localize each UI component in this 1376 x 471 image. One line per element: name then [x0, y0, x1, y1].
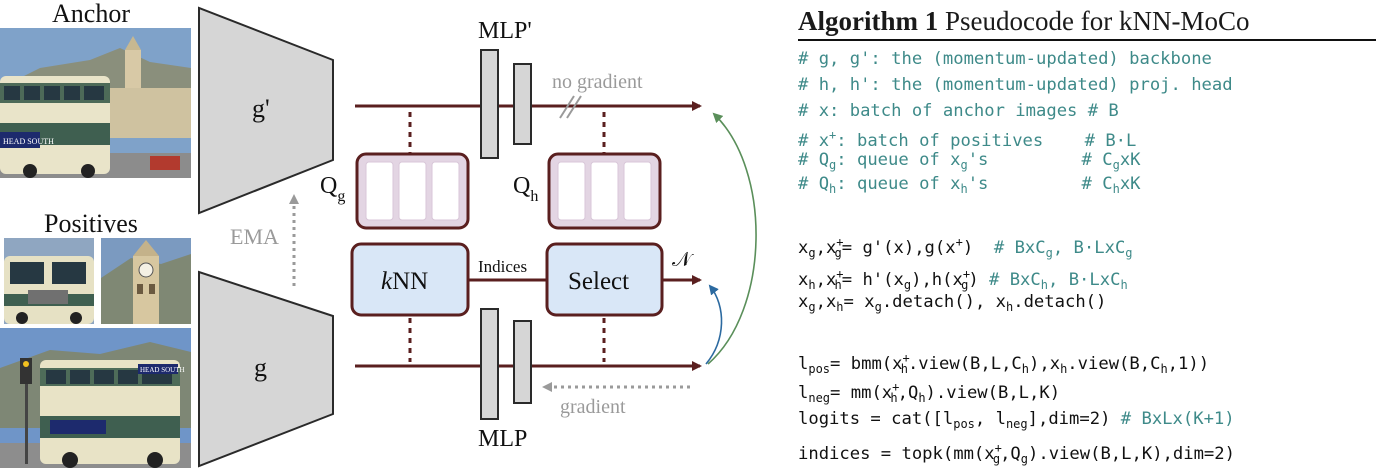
mlp-prime-label: MLP': [478, 18, 532, 44]
encoder-g-prime: [198, 6, 334, 215]
no-gradient-label: no gradient: [552, 71, 643, 93]
queue-qh: [547, 152, 662, 230]
encoder-g-label: g: [254, 353, 267, 382]
bus-sign-positive: HEAD SOUTH: [140, 366, 185, 374]
code-line-2: xh,x+h= h'(xg),h(x+g) # BxCh, B·LxCh: [798, 267, 1128, 292]
mlp-block-2: [513, 320, 532, 404]
comment-line-6: # Qh: queue of xh's # ChxK: [798, 174, 1141, 196]
queue-qg: [355, 152, 470, 230]
bus-sign-anchor: HEAD SOUTH: [3, 137, 54, 146]
encoder-g-prime-label: g': [252, 94, 270, 123]
stop-gradient-mark-2: [566, 95, 582, 119]
positive-image-2: [101, 238, 191, 324]
algorithm-panel: Algorithm 1 Pseudocode for kNN-MoCo # g,…: [798, 0, 1376, 468]
comment-line-1: # g, g': the (momentum-updated) backbone: [798, 49, 1212, 69]
comment-line-4: # x+: batch of positives # B·L: [798, 128, 1137, 151]
mlp-prime-block-2: [513, 63, 532, 145]
anchor-image: HEAD SOUTH: [0, 28, 191, 178]
algorithm-title: Algorithm 1 Pseudocode for kNN-MoCo: [798, 6, 1376, 41]
anchor-label: Anchor: [52, 0, 130, 28]
mlp-prime-block-1: [480, 49, 499, 159]
select-label: Select: [568, 268, 629, 295]
green-curve-arrow: [707, 112, 757, 365]
qg-label: Qg: [320, 173, 345, 205]
code-line-6: logits = cat([lpos, lneg],dim=2) # BxLx(…: [798, 409, 1235, 431]
positives-label: Positives: [44, 209, 138, 238]
indices-label: Indices: [478, 257, 527, 276]
mlp-block-1: [480, 308, 499, 420]
ema-label: EMA: [230, 224, 279, 249]
qh-label: Qh: [513, 173, 538, 205]
encoder-g: [198, 270, 334, 468]
code-line-1: xg,x+g= g'(x),g(x+) # BxCg, B·LxCg: [798, 235, 1133, 260]
blue-curve-arrow: [705, 284, 723, 365]
comment-line-3: # x: batch of anchor images # B: [798, 101, 1119, 121]
mlp-label: MLP: [478, 426, 527, 452]
comment-line-5: # Qg: queue of xg's # CgxK: [798, 150, 1141, 172]
code-line-4: lpos= bmm(x+h.view(B,L,Ch),xh.view(B,Ch,…: [798, 351, 1210, 376]
n-label: 𝒩: [672, 249, 694, 271]
stop-gradient-mark-1: [559, 95, 575, 119]
knn-label: kNN: [381, 268, 428, 295]
gradient-label: gradient: [560, 396, 626, 418]
code-line-3: xg,xh= xg.detach(), xh.detach(): [798, 292, 1107, 314]
code-line-7: indices = topk(mm(x+g,Qg).view(B,L,K),di…: [798, 441, 1235, 466]
positive-image-1: [4, 238, 94, 324]
code-line-5: lneg= mm(x+h,Qh).view(B,L,K): [798, 380, 1061, 405]
comment-line-2: # h, h': the (momentum-updated) proj. he…: [798, 75, 1233, 95]
architecture-diagram: g' g EMA MLP' MLP no gradient gradient Q…: [198, 6, 757, 468]
positive-image-3: HEAD SOUTH: [0, 328, 191, 468]
